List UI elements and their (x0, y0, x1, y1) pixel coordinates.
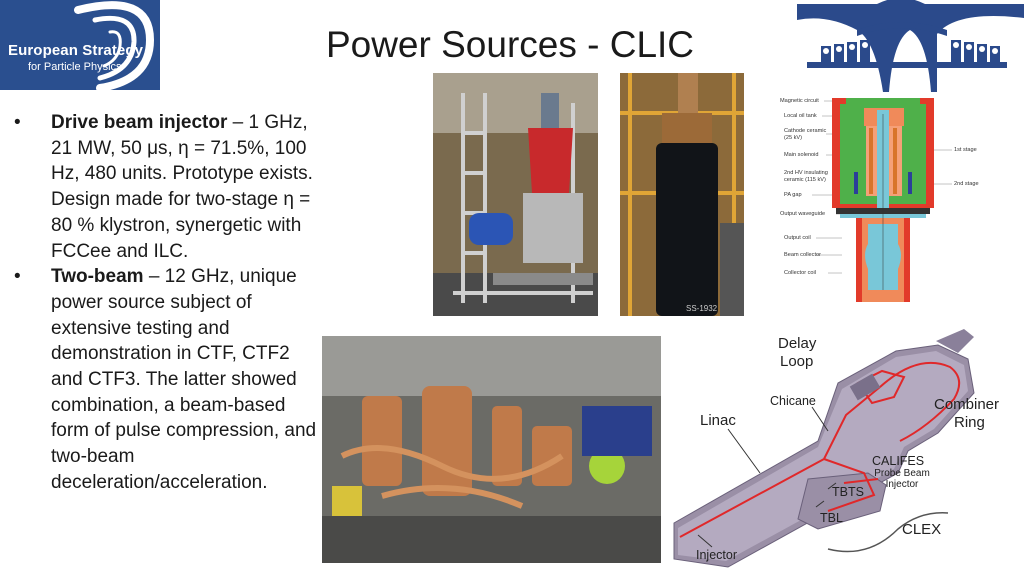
kly-label-magnetic-circuit: Magnetic circuit (780, 98, 819, 104)
european-strategy-logo: European Strategy for Particle Physics (0, 0, 160, 90)
kly-label-output-coil: Output coil (784, 235, 811, 241)
bullet-heading: Drive beam injector (51, 112, 228, 133)
kly-label-first-stage: 1st stage (954, 147, 977, 153)
bullet-marker: • (14, 266, 21, 288)
clex-label-ring: Ring (954, 414, 985, 431)
kly-label-pa-gap: PA gap (784, 192, 802, 198)
kly-label-local-oil-tank: Local oil tank (784, 113, 817, 119)
clex-layout-diagram: Delay Loop Chicane Combiner Ring Linac C… (668, 323, 1024, 576)
kly-label-collector-coil: Collector coil (784, 270, 817, 276)
clex-label-tbts: TBTS (832, 485, 864, 499)
bridge-logo (797, 0, 1024, 92)
bullet-drive-beam: • Drive beam injector – 1 GHz, 21 MW, 50… (12, 110, 317, 264)
klystron-prototype-photo (433, 73, 598, 316)
kly-label-cathode-kv: (25 kV) (784, 135, 803, 141)
logo-line-1: European Strategy (8, 42, 144, 59)
clex-label-clex: CLEX (902, 521, 942, 538)
clex-label-califes: CALIFES (872, 454, 925, 468)
photo-tag: SS-1932 (686, 304, 718, 313)
bullet-list: • Drive beam injector – 1 GHz, 21 MW, 50… (12, 110, 317, 496)
bullet-text: – 12 GHz, unique power source subject of… (51, 266, 317, 493)
ctf3-beamline-photo (322, 336, 661, 563)
bullet-marker: • (14, 112, 21, 133)
clex-label-loop: Loop (780, 353, 814, 370)
clex-label-chicane: Chicane (770, 394, 816, 408)
bullet-two-beam: • Two-beam – 12 GHz, unique power source… (12, 264, 317, 495)
clex-label-injector: Injector (696, 548, 737, 562)
kly-label-hv-insulating: 2nd HV insulating (784, 170, 828, 176)
logo-line-2: for Particle Physics (28, 61, 122, 73)
clex-label-combiner: Combiner (934, 396, 1000, 413)
clex-label-tbl: TBL (820, 511, 843, 525)
clex-label-probe-injector: Injector (885, 479, 919, 490)
clex-label-linac: Linac (700, 412, 736, 429)
bullet-text: – 1 GHz, 21 MW, 50 μs, η = 71.5%, 100 Hz… (51, 112, 313, 262)
two-stage-klystron-diagram: Magnetic circuit Local oil tank Cathode … (780, 94, 1006, 306)
clex-label-probe-beam: Probe Beam (874, 468, 930, 479)
bridge-icon (797, 0, 1024, 92)
logo-swoosh-icon (74, 1, 155, 90)
kly-label-main-solenoid: Main solenoid (784, 152, 819, 158)
clex-label-delay: Delay (778, 335, 817, 352)
kly-label-hv-ceramic: ceramic (115 kV) (784, 177, 826, 183)
kly-label-cathode-ceramic: Cathode ceramic (784, 128, 827, 134)
bullet-heading: Two-beam (51, 266, 144, 288)
kly-label-second-stage: 2nd stage (954, 181, 979, 187)
klystron-tall-photo: SS-1932 (620, 73, 744, 316)
slide-title: Power Sources - CLIC (325, 24, 695, 65)
kly-label-beam-collector: Beam collector (784, 252, 821, 258)
kly-label-output-waveguide: Output waveguide (780, 211, 826, 217)
